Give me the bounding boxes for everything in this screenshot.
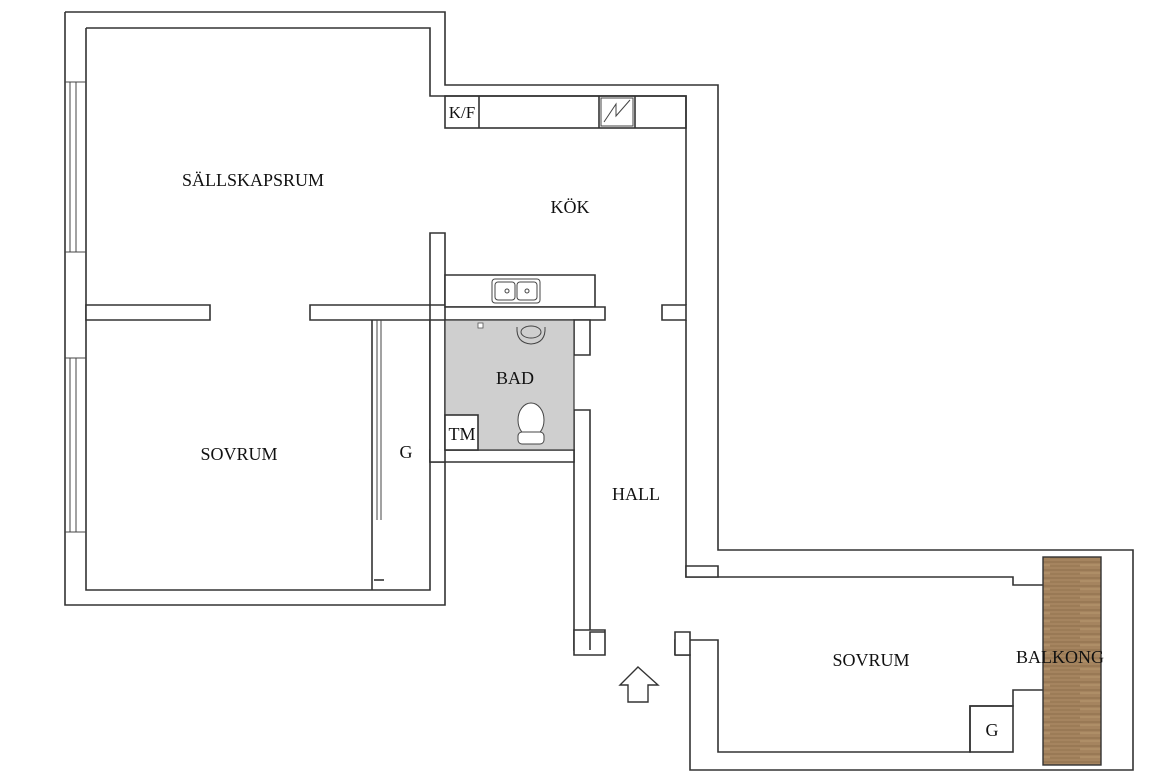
room-label-sovrum-right: SOVRUM xyxy=(832,650,909,670)
double-sink-icon xyxy=(491,278,541,304)
closet-label-right: G xyxy=(986,720,999,740)
wardrobe-left xyxy=(371,320,384,590)
walls xyxy=(64,11,1134,771)
bathroom xyxy=(444,319,575,451)
closet-label-left: G xyxy=(400,442,413,462)
room-label-bad: BAD xyxy=(496,368,534,388)
kitchen-counter xyxy=(444,95,687,129)
stove-icon xyxy=(600,97,634,127)
washbasin-icon xyxy=(516,325,546,345)
balcony xyxy=(1042,556,1102,766)
toilet-icon xyxy=(517,402,545,445)
room-label-kok: KÖK xyxy=(551,197,590,217)
room-label-hall: HALL xyxy=(612,484,660,504)
shower-icon xyxy=(477,322,484,329)
entrance-arrow-icon xyxy=(618,666,660,703)
tm-label: TM xyxy=(449,424,476,444)
kf-label: K/F xyxy=(449,103,475,122)
wardrobe-right xyxy=(969,705,1014,753)
room-label-balkong: BALKONG xyxy=(1016,647,1104,667)
room-label-sallskapsrum: SÄLLSKAPSRUM xyxy=(182,170,324,190)
room-label-sovrum-left: SOVRUM xyxy=(200,444,277,464)
